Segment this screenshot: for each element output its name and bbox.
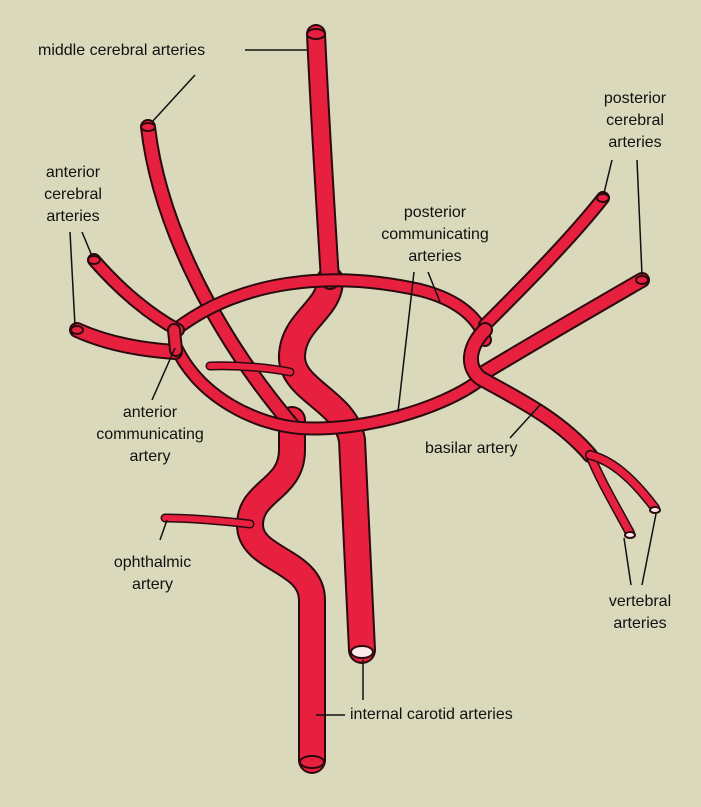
leader-posterior-cerebral-1 — [603, 159, 613, 194]
label-anterior-cerebral-arteries: anterior cerebral arteries — [44, 164, 102, 225]
arterial-circle-upper — [168, 273, 492, 347]
ophthalmic-artery-vessel — [160, 513, 255, 529]
label-basilar-artery: basilar artery — [425, 440, 518, 457]
leader-vertebral-1 — [623, 537, 632, 586]
vertebral-artery-right — [585, 450, 661, 514]
small-branch-artery — [205, 361, 295, 377]
anterior-cerebral-artery-upper — [87, 253, 185, 337]
label-middle-cerebral-arteries: middle cerebral arteries — [38, 42, 206, 59]
label-posterior-cerebral-arteries: posterior cerebral arteries — [603, 90, 667, 151]
leader-anterior-cerebral-1 — [69, 231, 76, 327]
posterior-cerebral-artery-lower — [477, 272, 650, 380]
anterior-communicating-artery-vessel — [167, 323, 183, 357]
leader-basilar — [509, 404, 541, 439]
left-internal-carotid-artery — [236, 406, 326, 774]
leader-anterior-cerebral-2 — [81, 231, 93, 257]
label-anterior-communicating-artery: anterior communicating artery — [96, 404, 204, 465]
leader-vertebral-2 — [641, 513, 657, 586]
anterior-cerebral-artery-lower — [69, 322, 183, 360]
label-vertebral-arteries: vertebral arteries — [608, 593, 672, 632]
leader-posterior-cerebral-2 — [636, 159, 643, 276]
posterior-cerebral-artery-upper — [478, 191, 610, 332]
label-posterior-communicating-arteries: posterior communicating arteries — [381, 204, 489, 265]
middle-cerebral-artery-right — [306, 24, 340, 290]
leader-posterior-communicating-2 — [397, 271, 415, 413]
leader-anterior-communicating — [151, 347, 176, 401]
middle-cerebral-artery-left — [140, 119, 300, 433]
label-ophthalmic-artery: ophthalmic artery — [113, 554, 192, 593]
basilar-artery-vessel — [463, 322, 598, 463]
label-internal-carotid-arteries: internal carotid arteries — [350, 706, 513, 723]
leader-ophthalmic — [159, 519, 168, 541]
arterial-circle-lower — [168, 338, 487, 436]
leader-posterior-communicating-1 — [427, 271, 441, 303]
leader-lines — [69, 49, 657, 716]
leader-middle-cerebral-2 — [151, 74, 196, 123]
vertebral-artery-left — [585, 450, 636, 539]
right-internal-carotid-artery — [278, 266, 376, 664]
